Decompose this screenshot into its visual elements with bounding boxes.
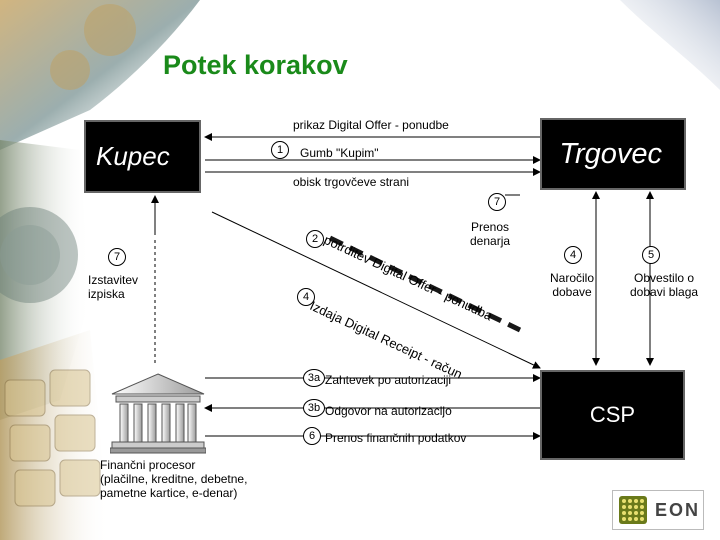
eon-logo: EON [612, 490, 704, 530]
label-narocilo: Naročilo dobave [550, 271, 595, 299]
node-trgovec: Trgovec [540, 118, 686, 190]
step-4-right: 4 [564, 246, 582, 264]
node-kupec-label: Kupec [96, 141, 170, 171]
step-4-mid: 4 [297, 288, 315, 306]
label-odgovor: Odgovor na autorizacijo [325, 404, 452, 418]
label-procesor: Finančni procesor (plačilne, kreditne, d… [100, 458, 248, 500]
step-7-left: 7 [108, 248, 126, 266]
node-kupec: Kupec [84, 120, 201, 193]
label-izstavitev: Izstavitev izpiska [88, 273, 139, 301]
eon-logo-mark [619, 496, 647, 524]
page-title: Potek korakov [163, 50, 348, 80]
label-obisk: obisk trgovčeve strani [293, 175, 410, 189]
label-prikaz: prikaz Digital Offer - ponudbe [293, 118, 449, 132]
eon-logo-text: EON [655, 499, 701, 520]
node-csp-label: CSP [589, 402, 636, 427]
label-prenos-fin: Prenos finančnih podatkov [325, 431, 467, 445]
node-csp: CSP [540, 370, 685, 460]
step-5: 5 [642, 246, 660, 264]
step-3a: 3a [303, 369, 325, 387]
step-7-right: 7 [488, 193, 506, 211]
node-trgovec-label: Trgovec [559, 137, 662, 170]
label-prenos-denarja: Prenos denarja [470, 220, 511, 248]
step-6: 6 [303, 427, 321, 445]
arrow-potrditev [328, 235, 522, 333]
arrow-long-diagonal [211, 211, 541, 369]
label-obvestilo: Obvestilo o dobavi blaga [630, 271, 699, 299]
label-zahtevek: Zahtevek po autorizaciji [325, 373, 452, 387]
bank-icon [110, 373, 206, 454]
step-2: 2 [306, 230, 324, 248]
step-3b: 3b [303, 399, 325, 417]
step-1: 1 [271, 141, 289, 159]
label-gumb: Gumb "Kupim" [300, 146, 379, 160]
